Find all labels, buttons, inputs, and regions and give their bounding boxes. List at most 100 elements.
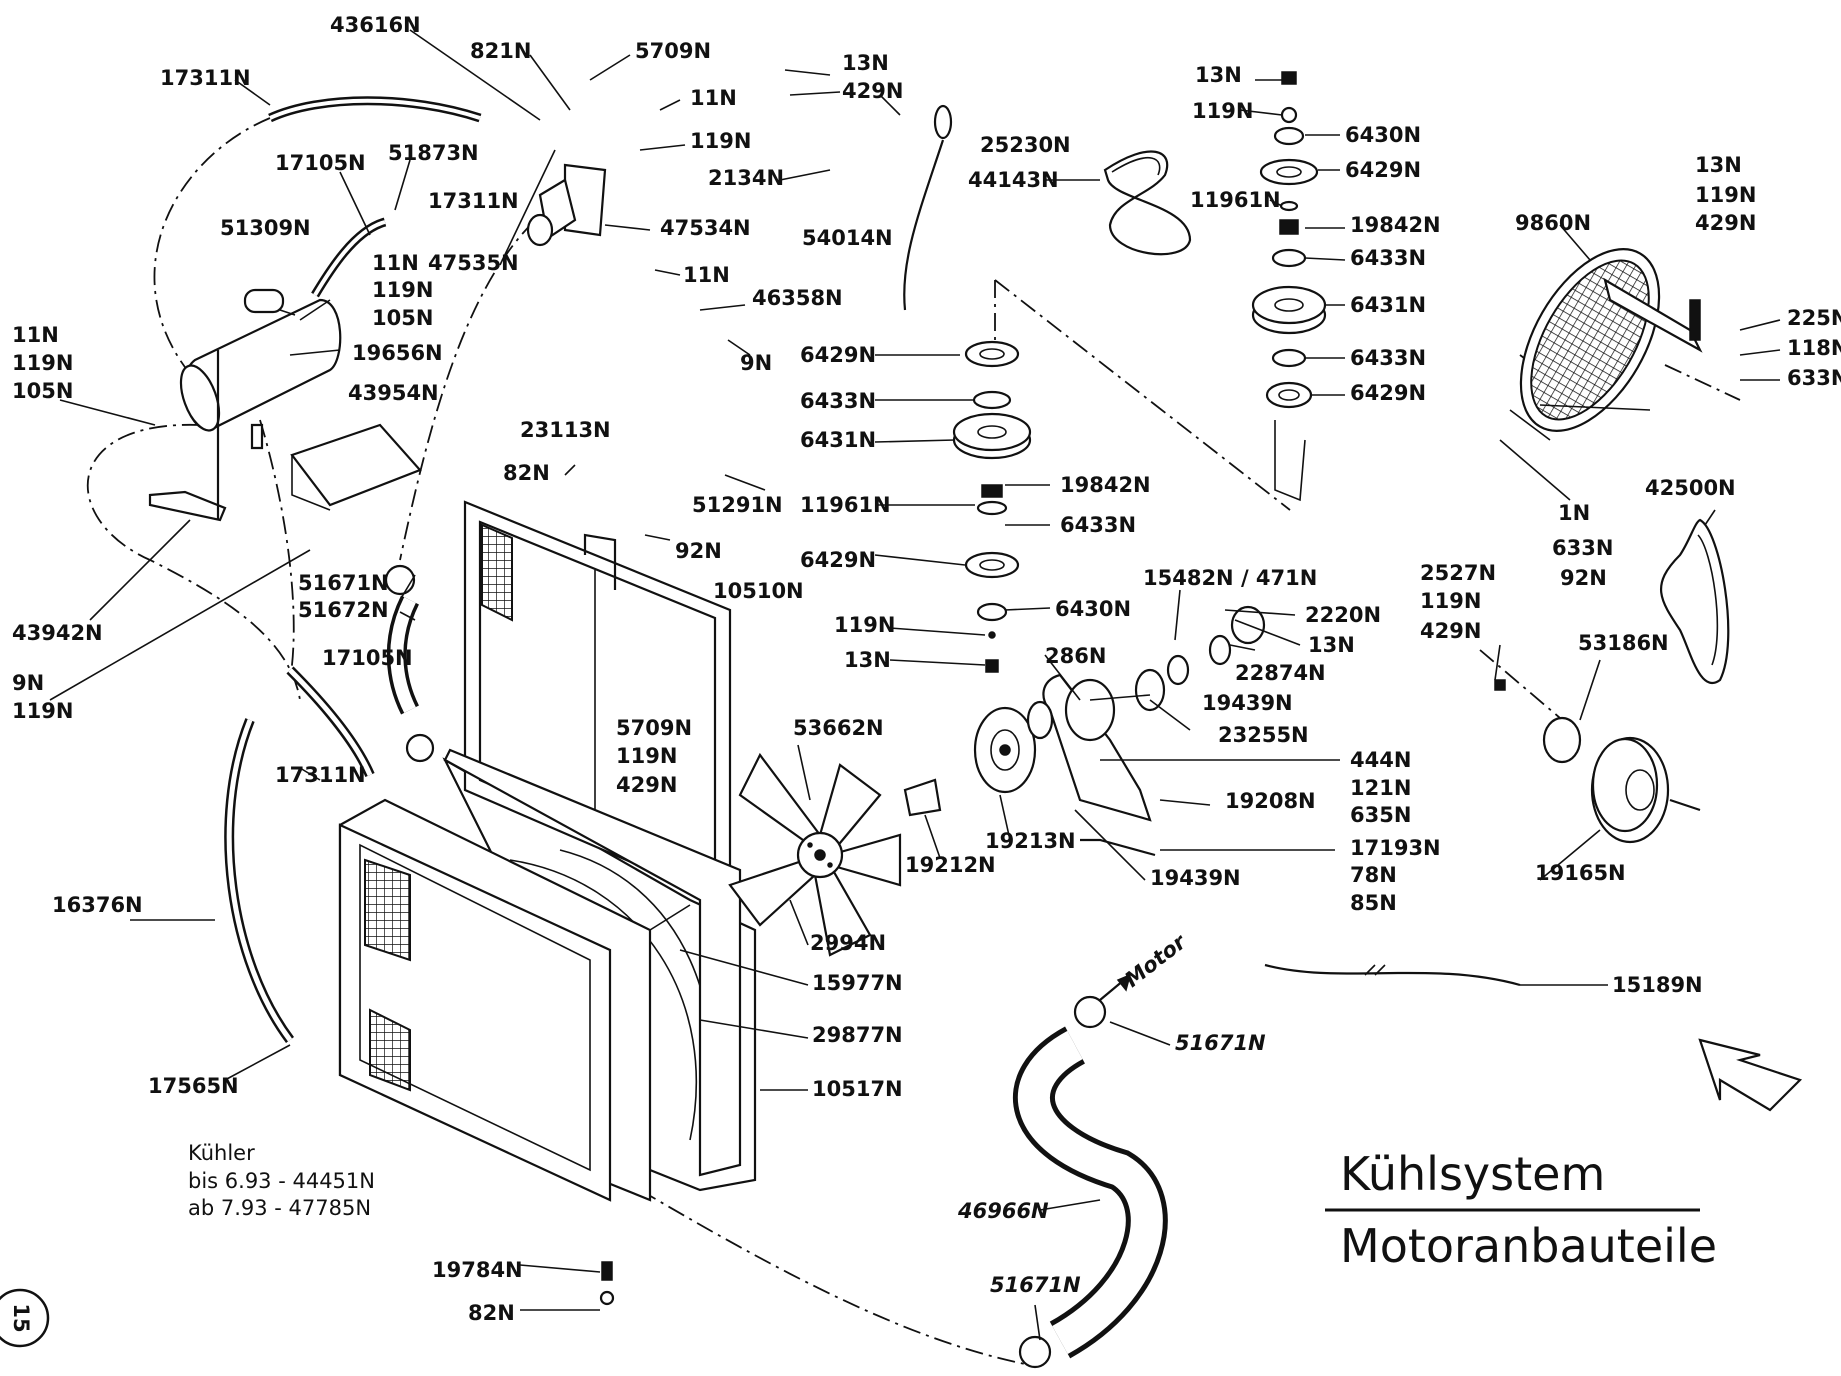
part-label-11n: 11N bbox=[12, 323, 59, 347]
radiator-note-line1: Kühler bbox=[188, 1141, 255, 1165]
part-label-635n: 635N bbox=[1350, 803, 1411, 827]
part-label-82n: 82N bbox=[468, 1301, 515, 1325]
part-label-92n: 92N bbox=[1560, 566, 1607, 590]
part-label-15977n: 15977N bbox=[812, 971, 903, 995]
part-label-9n: 9N bbox=[12, 671, 44, 695]
page-number-badge: 15 bbox=[0, 1288, 50, 1348]
part-label-17193n: 17193N bbox=[1350, 836, 1441, 860]
part-label-19842n: 19842N bbox=[1060, 473, 1151, 497]
part-label-119n: 119N bbox=[12, 699, 73, 723]
idler-mount bbox=[903, 605, 1266, 857]
part-label-119n: 119N bbox=[1192, 99, 1253, 123]
part-label-29877n: 29877N bbox=[812, 1023, 903, 1047]
part-label-121n: 121N bbox=[1350, 776, 1411, 800]
part-label-19212n: 19212N bbox=[905, 853, 996, 877]
part-label-119n: 119N bbox=[834, 613, 895, 637]
part-label-17311n: 17311N bbox=[275, 763, 366, 787]
part-label-51309n: 51309N bbox=[220, 216, 311, 240]
title-line1: Kühlsystem bbox=[1340, 1147, 1605, 1201]
part-label-429n: 429N bbox=[1695, 211, 1756, 235]
part-label-43954n: 43954N bbox=[348, 381, 439, 405]
part-label-5709n: 5709N bbox=[616, 716, 692, 740]
part-label-6433n: 6433N bbox=[800, 389, 876, 413]
motor-label: Motor bbox=[1120, 929, 1191, 992]
part-label-10510n: 10510N bbox=[713, 579, 804, 603]
part-label-6429n: 6429N bbox=[800, 548, 876, 572]
part-label-51671n: 51671N bbox=[990, 1273, 1081, 1297]
part-label-51671n: 51671N bbox=[1175, 1031, 1266, 1055]
part-label-6429n: 6429N bbox=[800, 343, 876, 367]
part-label-43616n: 43616N bbox=[330, 13, 421, 37]
part-label-16376n: 16376N bbox=[52, 893, 143, 917]
part-label-13n: 13N bbox=[844, 648, 891, 672]
part-label-6433n: 6433N bbox=[1350, 346, 1426, 370]
part-label-6430n: 6430N bbox=[1345, 123, 1421, 147]
part-label-633n: 633N bbox=[1787, 366, 1841, 390]
part-label-119n: 119N bbox=[1420, 589, 1481, 613]
part-label-47534n: 47534N bbox=[660, 216, 751, 240]
part-label-633n: 633N bbox=[1552, 536, 1613, 560]
part-label-43942n: 43942N bbox=[12, 621, 103, 645]
part-label-119n: 119N bbox=[616, 744, 677, 768]
part-label-11n: 11N bbox=[683, 263, 730, 287]
part-label-13n: 13N bbox=[1308, 633, 1355, 657]
part-label-23255n: 23255N bbox=[1218, 723, 1309, 747]
page-number: 15 bbox=[9, 1303, 33, 1332]
part-label-6430n: 6430N bbox=[1055, 597, 1131, 621]
part-label-51291n: 51291N bbox=[692, 493, 783, 517]
part-label-19165n: 19165N bbox=[1535, 861, 1626, 885]
expansion-tank bbox=[148, 288, 422, 522]
part-label-42500n: 42500N bbox=[1645, 476, 1736, 500]
part-label-9860n: 9860N bbox=[1515, 211, 1591, 235]
pulley-19165 bbox=[1494, 679, 1701, 844]
part-label-11961n: 11961N bbox=[800, 493, 891, 517]
part-label-225n: 225N bbox=[1787, 306, 1841, 330]
v-belts bbox=[1103, 150, 1730, 684]
part-label-46358n: 46358N bbox=[752, 286, 843, 310]
part-label-13n: 13N bbox=[1195, 63, 1242, 87]
leader-lines bbox=[49, 29, 1781, 1341]
part-label-78n: 78N bbox=[1350, 863, 1397, 887]
part-label-17311n: 17311N bbox=[160, 66, 251, 90]
part-label-17311n: 17311N bbox=[428, 189, 519, 213]
radiator-note-line3: ab 7.93 - 47785N bbox=[188, 1196, 371, 1220]
part-label-2134n: 2134N bbox=[708, 166, 784, 190]
part-label-2220n: 2220N bbox=[1305, 603, 1381, 627]
part-label-444n: 444N bbox=[1350, 748, 1411, 772]
part-label-19784n: 19784N bbox=[432, 1258, 523, 1282]
air-filter-9860 bbox=[1509, 248, 1703, 441]
part-label-19439n: 19439N bbox=[1150, 866, 1241, 890]
part-label-119n: 119N bbox=[690, 129, 751, 153]
part-label-105n: 105N bbox=[12, 379, 73, 403]
part-label-13n: 13N bbox=[842, 51, 889, 75]
part-label-15482n-471n: 15482N / 471N bbox=[1143, 566, 1317, 590]
part-label-54014n: 54014N bbox=[802, 226, 893, 250]
part-label-53186n: 53186N bbox=[1578, 631, 1669, 655]
part-label-6429n: 6429N bbox=[1345, 158, 1421, 182]
part-label-22874n: 22874N bbox=[1235, 661, 1326, 685]
part-label-92n: 92N bbox=[675, 539, 722, 563]
part-label-19208n: 19208N bbox=[1225, 789, 1316, 813]
radiator-assembly bbox=[338, 500, 757, 1306]
part-label-23113n: 23113N bbox=[520, 418, 611, 442]
fan-53662 bbox=[728, 752, 902, 957]
part-label-51672n: 51672N bbox=[298, 598, 389, 622]
part-label-5709n: 5709N bbox=[635, 39, 711, 63]
part-label-6431n: 6431N bbox=[800, 428, 876, 452]
pulley-stack-center bbox=[952, 340, 1032, 673]
part-label-47535n: 47535N bbox=[428, 251, 519, 275]
part-label-119n: 119N bbox=[1695, 183, 1756, 207]
pulley-stack-right bbox=[1251, 71, 1327, 502]
part-label-19439n: 19439N bbox=[1202, 691, 1293, 715]
part-label-118n: 118N bbox=[1787, 336, 1841, 360]
hoses bbox=[224, 96, 1521, 1369]
part-label-44143n: 44143N bbox=[968, 168, 1059, 192]
part-label-85n: 85N bbox=[1350, 891, 1397, 915]
part-label-6429n: 6429N bbox=[1350, 381, 1426, 405]
part-label-13n: 13N bbox=[1695, 153, 1742, 177]
part-label-6433n: 6433N bbox=[1350, 246, 1426, 270]
part-label-82n: 82N bbox=[503, 461, 550, 485]
